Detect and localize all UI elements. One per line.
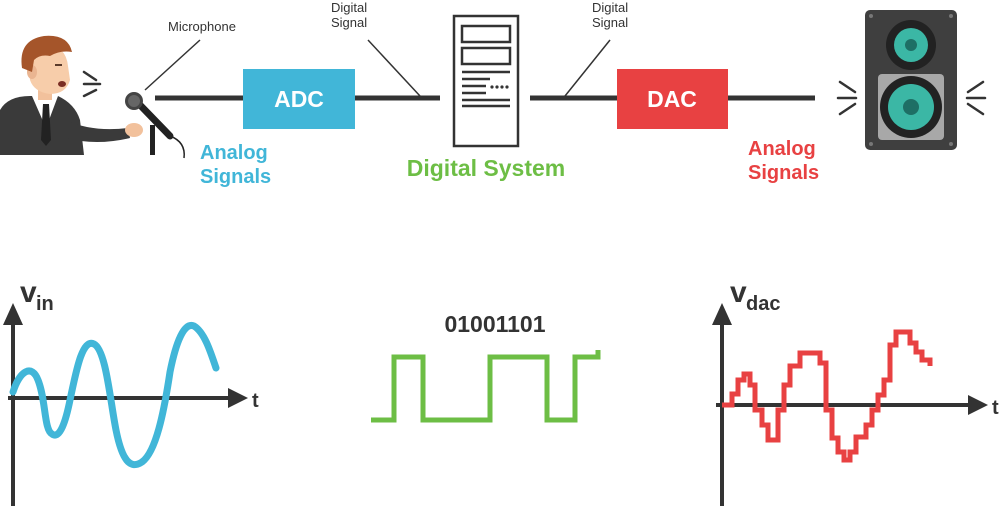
microphone-pointer-line	[144, 39, 201, 91]
vin-label-main: v	[20, 276, 37, 309]
vin-analog-wave	[9, 322, 220, 469]
vdac-label-main: v	[730, 276, 747, 309]
digital-signal-right-label-2: Signal	[592, 15, 628, 30]
vin-y-arrow	[3, 303, 23, 325]
digital-bits-graph: 01001101	[371, 311, 601, 423]
dac-box	[617, 69, 728, 129]
vin-label-sub: in	[36, 293, 54, 315]
dac-label: DAC	[647, 86, 697, 112]
analog-signals-left-label-1: Analog	[200, 142, 268, 164]
analog-signals-right-label-1: Analog	[748, 138, 816, 160]
voice-sound-lines	[82, 70, 102, 98]
microphone-label: Microphone	[168, 19, 236, 34]
digital-signal-left-label-2: Signal	[331, 15, 367, 30]
adc-box	[243, 69, 355, 129]
vdac-y-arrow	[712, 303, 732, 325]
t-label-right: t	[992, 397, 999, 419]
digital-signal-left-pointer	[367, 39, 421, 97]
vdac-graph: v dac t	[712, 276, 999, 506]
speaker-sound-lines-right	[965, 80, 987, 116]
adc-label: ADC	[274, 86, 324, 112]
digital-signal-right-pointer	[564, 39, 611, 97]
digital-system-label: Digital System	[407, 155, 566, 181]
speaker-person-icon	[0, 35, 143, 155]
speaker-sound-lines-left	[836, 80, 858, 116]
microphone-icon	[125, 92, 185, 159]
digital-signal-left-label-1: Digital	[331, 0, 367, 15]
analog-signals-left-label-2: Signals	[200, 166, 271, 188]
loudspeaker-icon	[865, 10, 957, 150]
vin-x-arrow	[228, 388, 248, 408]
bits-label: 01001101	[444, 311, 545, 337]
vdac-stepped-wave	[722, 329, 933, 463]
computer-led-dots	[490, 85, 509, 89]
vdac-label-sub: dac	[746, 293, 780, 315]
computer-tower-icon	[452, 14, 520, 148]
t-label-left: t	[252, 390, 259, 412]
digital-signal-right-label-1: Digital	[592, 0, 628, 15]
digital-square-wave	[371, 350, 601, 423]
vin-graph: v in t	[3, 276, 259, 506]
vdac-x-arrow	[968, 395, 988, 415]
analog-signals-right-label-2: Signals	[748, 162, 819, 184]
